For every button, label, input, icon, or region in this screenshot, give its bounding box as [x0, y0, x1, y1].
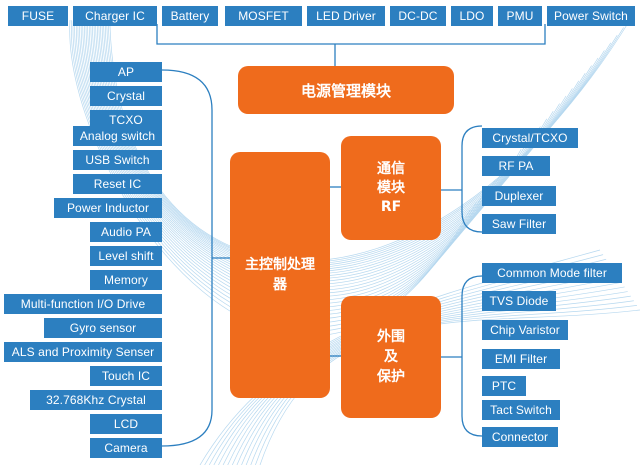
left-item-camera: Camera: [90, 438, 162, 458]
protect-bracket-line: [461, 275, 483, 437]
protect-item-common-mode-filter: Common Mode filter: [482, 263, 622, 283]
main-processor-block: 主控制处理 器: [230, 152, 330, 398]
protect-item-ptc: PTC: [482, 376, 526, 396]
left-item-power-inductor: Power Inductor: [54, 198, 162, 218]
left-item-reset-ic: Reset IC: [73, 174, 162, 194]
protect-item-tvs-diode: TVS Diode: [482, 291, 556, 311]
left-item-level-shift: Level shift: [90, 246, 162, 266]
protect-item-tact-switch: Tact Switch: [482, 400, 560, 420]
left-item-ap: AP: [90, 62, 162, 82]
left-item-crystal: Crystal: [90, 86, 162, 106]
left-item-touch-ic: Touch IC: [90, 366, 162, 386]
left-item-analog-switch: Analog switch: [73, 126, 162, 146]
comm-item-duplexer: Duplexer: [482, 186, 556, 206]
top-bracket-line: [156, 24, 546, 45]
wave-line: [95, 23, 573, 280]
left-item-memory: Memory: [90, 270, 162, 290]
protect-item-emi-filter: EMI Filter: [482, 349, 560, 369]
comm-item-crystal-tcxo: Crystal/TCXO: [482, 128, 578, 148]
comm-item-rf-pa: RF PA: [482, 156, 550, 176]
left-item-als-proximity: ALS and Proximity Senser: [4, 342, 162, 362]
top-item-pmu: PMU: [498, 6, 542, 26]
top-item-charger-ic: Charger IC: [73, 6, 157, 26]
comm-label-line3: RF: [380, 198, 402, 215]
left-item-lcd: LCD: [90, 414, 162, 434]
main-processor-label-line2: 器: [273, 277, 287, 293]
left-item-gyro-sensor: Gyro sensor: [44, 318, 162, 338]
comm-rf-block: 通信 模块 RF: [341, 136, 441, 240]
comm-bracket-line: [461, 125, 483, 233]
top-item-mosfet: MOSFET: [225, 6, 302, 26]
protect-item-connector: Connector: [482, 427, 558, 447]
left-item-crystal-32k: 32.768Khz Crystal: [30, 390, 162, 410]
power-management-label: 电源管理模块: [300, 81, 391, 100]
left-item-tcxo: TCXO: [90, 110, 162, 130]
top-item-power-switch: Power Switch: [547, 6, 635, 26]
top-item-battery: Battery: [162, 6, 218, 26]
main-processor-label-line1: 主控制处理: [245, 257, 315, 273]
protect-label-line2: 及: [384, 349, 398, 365]
top-item-fuse: FUSE: [8, 6, 68, 26]
left-item-audio-pa: Audio PA: [90, 222, 162, 242]
power-management-block: 电源管理模块: [238, 66, 454, 114]
left-brace-line: [161, 69, 213, 447]
comm-label-line1: 通信: [377, 160, 405, 177]
top-item-dc-dc: DC-DC: [390, 6, 446, 26]
comm-item-saw-filter: Saw Filter: [482, 214, 556, 234]
connector-lines: [156, 24, 546, 447]
left-item-multi-function-io: Multi-function I/O Drive: [4, 294, 162, 314]
peripheral-protection-block: 外围 及 保护: [341, 296, 441, 418]
top-item-led-driver: LED Driver: [307, 6, 385, 26]
protect-label-line1: 外围: [377, 329, 405, 345]
protect-label-line3: 保护: [377, 369, 405, 385]
top-item-ldo: LDO: [451, 6, 493, 26]
left-item-usb-switch: USB Switch: [73, 150, 162, 170]
protect-item-chip-varistor: Chip Varistor: [482, 320, 568, 340]
comm-label-line2: 模块: [377, 179, 405, 196]
